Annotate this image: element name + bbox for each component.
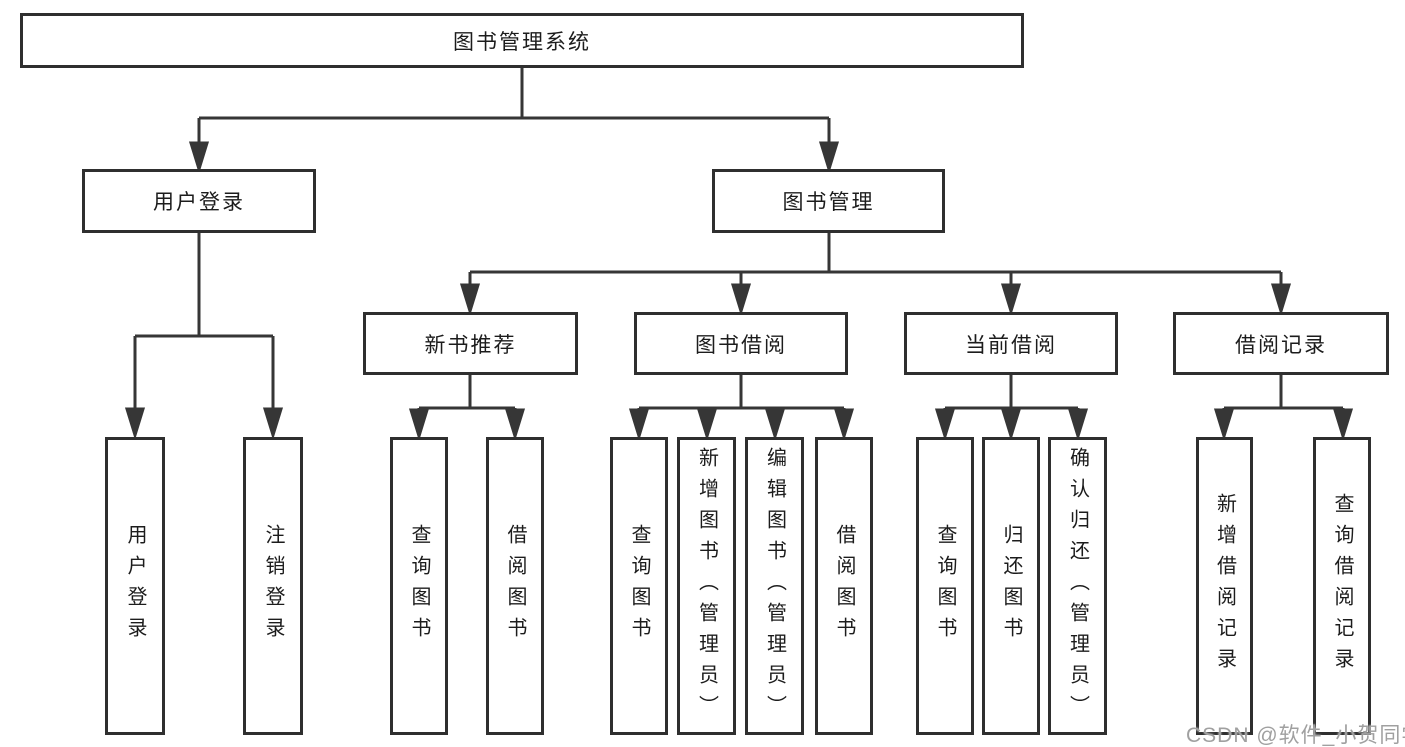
connector-path (417, 375, 517, 412)
arrowhead (1000, 408, 1022, 442)
arrowhead (262, 407, 284, 441)
leaf-br-query-record: 查询借阅记录 (1313, 437, 1371, 735)
connector-book-borrow-children (628, 375, 855, 442)
leaf-cb-confirm-return-admin: 确认归还（管理员） (1048, 437, 1107, 735)
connector-root-to-level2 (188, 68, 840, 175)
arrowhead (934, 408, 956, 442)
arrowhead (1067, 408, 1089, 442)
connector-path (1222, 375, 1345, 412)
connector-path (943, 375, 1080, 412)
connector-new-book-children (408, 375, 526, 442)
arrowhead (696, 408, 718, 442)
arrowhead (1000, 283, 1022, 317)
node-root: 图书管理系统 (20, 13, 1024, 68)
arrowhead (818, 141, 840, 175)
arrowhead (730, 283, 752, 317)
leaf-user-login: 用户登录 (105, 437, 165, 735)
arrowhead (504, 408, 526, 442)
node-borrow-record: 借阅记录 (1173, 312, 1389, 375)
connector-book-mgmt-to-level3 (459, 233, 1292, 317)
connector-path (133, 233, 275, 411)
leaf-logout: 注销登录 (243, 437, 303, 735)
leaf-br-add-record: 新增借阅记录 (1196, 437, 1253, 735)
leaf-bb-query-book: 查询图书 (610, 437, 668, 735)
arrowhead (459, 283, 481, 317)
connector-path (197, 68, 831, 146)
arrowhead (833, 408, 855, 442)
leaf-cb-query-book: 查询图书 (916, 437, 974, 735)
node-current-borrow: 当前借阅 (904, 312, 1118, 375)
connector-path (637, 375, 846, 412)
arrowhead (188, 141, 210, 175)
connector-borrow-record-children (1213, 375, 1354, 442)
leaf-bb-borrow-book: 借阅图书 (815, 437, 873, 735)
leaf-nb-borrow-book: 借阅图书 (486, 437, 544, 735)
node-user-login: 用户登录 (82, 169, 316, 233)
node-book-borrow: 图书借阅 (634, 312, 848, 375)
leaf-cb-return-book: 归还图书 (982, 437, 1040, 735)
arrowhead (628, 408, 650, 442)
watermark: CSDN @软件_小贺同学 (1186, 724, 1405, 747)
connector-path (468, 233, 1283, 287)
node-book-mgmt: 图书管理 (712, 169, 945, 233)
leaf-bb-edit-book-admin: 编辑图书（管理员） (745, 437, 804, 735)
leaf-nb-query-book: 查询图书 (390, 437, 448, 735)
arrowhead (764, 408, 786, 442)
leaf-bb-add-book-admin: 新增图书（管理员） (677, 437, 736, 735)
arrowhead (1213, 408, 1235, 442)
arrowhead (1270, 283, 1292, 317)
connector-current-borrow-children (934, 375, 1089, 442)
arrowhead (408, 408, 430, 442)
arrowhead (1332, 408, 1354, 442)
arrowhead (124, 407, 146, 441)
node-new-book-rec: 新书推荐 (363, 312, 578, 375)
connector-user-login-children (124, 233, 284, 441)
